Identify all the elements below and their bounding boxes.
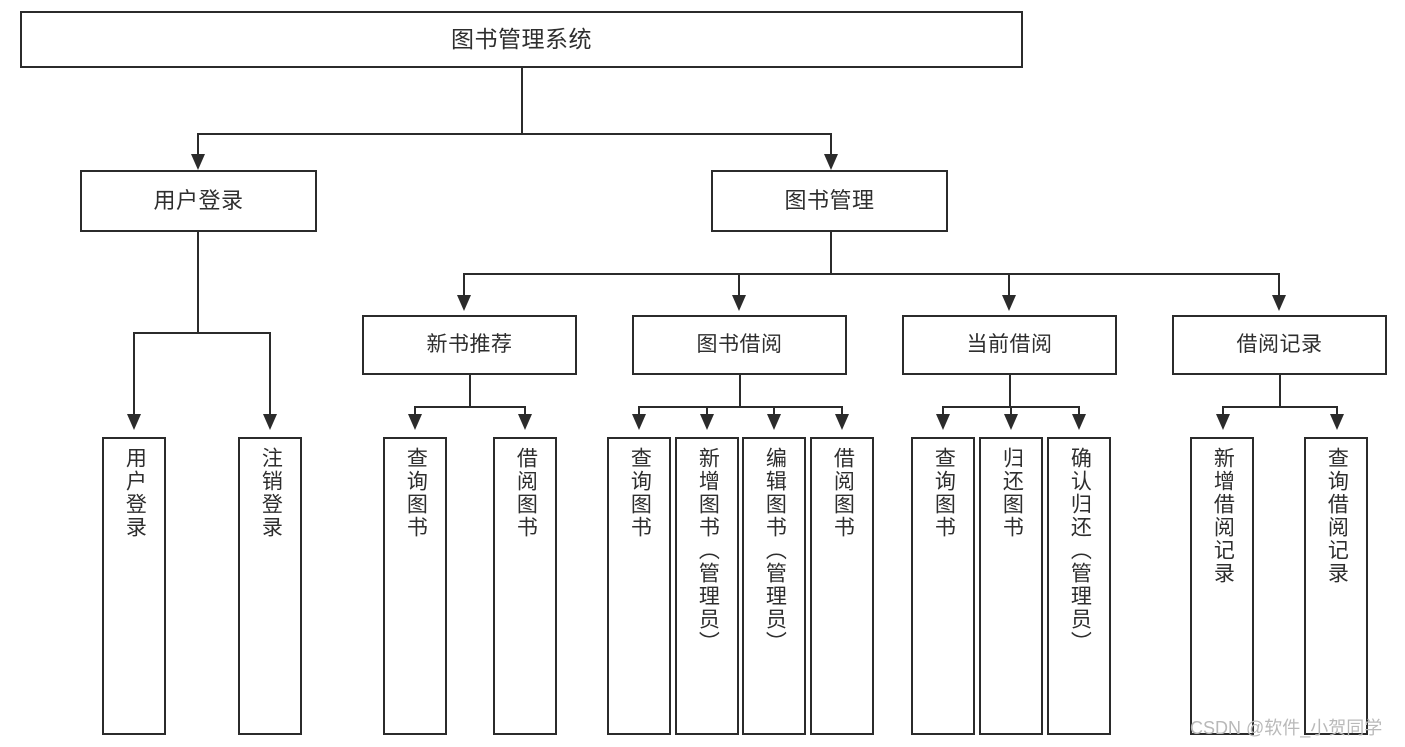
connector-root-to-user-login — [197, 133, 199, 161]
arrow-borrow-record-to-leaf-1 — [1216, 414, 1230, 430]
leaf-borrow-book[interactable]: 借阅图书 — [810, 437, 874, 735]
connector-user-login-stem — [197, 232, 199, 333]
node-label: 借阅记录 — [1236, 333, 1323, 357]
arrow-root-to-book-management — [824, 154, 838, 170]
connector-root-to-book-management — [830, 133, 832, 161]
node-root-book-management-system[interactable]: 图书管理系统 — [20, 11, 1023, 68]
arrow-bm-to-current-borrow — [1002, 295, 1016, 311]
arrow-new-book-to-leaf-2 — [518, 414, 532, 430]
connector-new-book-to-leaf-1 — [414, 406, 416, 420]
arrow-bm-to-book-borrow — [732, 295, 746, 311]
connector-bm-to-new-book — [463, 273, 465, 301]
connector-book-borrow-to-leaf-3 — [773, 406, 775, 420]
leaf-logout[interactable]: 注销登录 — [238, 437, 302, 735]
watermark-text: CSDN @软件_小贺同学 — [1190, 718, 1383, 738]
node-label: 新书推荐 — [426, 333, 513, 357]
node-book-borrow[interactable]: 图书借阅 — [632, 315, 847, 375]
arrow-book-borrow-to-leaf-1 — [632, 414, 646, 430]
node-current-borrow[interactable]: 当前借阅 — [902, 315, 1117, 375]
node-label: 注销登录 — [259, 447, 283, 539]
connector-new-book-bus — [414, 406, 526, 408]
connector-bm-to-borrow-record — [1278, 273, 1280, 301]
leaf-borrow-book-recommend[interactable]: 借阅图书 — [493, 437, 557, 735]
arrow-book-borrow-to-leaf-3 — [767, 414, 781, 430]
node-label: 确认归还（管理员） — [1068, 447, 1092, 654]
connector-user-login-bus — [133, 332, 271, 334]
arrow-borrow-record-to-leaf-2 — [1330, 414, 1344, 430]
leaf-add-borrow-record[interactable]: 新增借阅记录 — [1190, 437, 1254, 735]
node-label: 新增借阅记录 — [1211, 447, 1235, 585]
node-label: 用户登录 — [123, 447, 147, 539]
node-label: 新增图书（管理员） — [696, 447, 720, 654]
node-label: 查询借阅记录 — [1325, 447, 1349, 585]
arrow-new-book-to-leaf-1 — [408, 414, 422, 430]
connector-current-borrow-stem — [1009, 375, 1011, 407]
connector-book-borrow-to-leaf-4 — [841, 406, 843, 420]
node-label: 编辑图书（管理员） — [763, 447, 787, 654]
arrow-current-borrow-to-leaf-2 — [1004, 414, 1018, 430]
arrow-bm-to-new-book — [457, 295, 471, 311]
arrow-current-borrow-to-leaf-3 — [1072, 414, 1086, 430]
leaf-add-book-admin[interactable]: 新增图书（管理员） — [675, 437, 739, 735]
leaf-confirm-return-admin[interactable]: 确认归还（管理员） — [1047, 437, 1111, 735]
arrow-user-login-to-leaf-2 — [263, 414, 277, 430]
arrow-user-login-to-leaf-1 — [127, 414, 141, 430]
arrow-current-borrow-to-leaf-1 — [936, 414, 950, 430]
connector-bm-to-current-borrow — [1008, 273, 1010, 301]
connector-user-login-to-leaf-1 — [133, 332, 135, 420]
connector-new-book-stem — [469, 375, 471, 407]
node-label: 用户登录 — [153, 187, 244, 213]
leaf-return-book[interactable]: 归还图书 — [979, 437, 1043, 735]
connector-borrow-record-to-leaf-2 — [1336, 406, 1338, 420]
leaf-query-borrow-record[interactable]: 查询借阅记录 — [1304, 437, 1368, 735]
arrow-book-borrow-to-leaf-4 — [835, 414, 849, 430]
connector-borrow-record-stem — [1279, 375, 1281, 407]
connector-root-bus — [197, 133, 832, 135]
node-book-management[interactable]: 图书管理 — [711, 170, 948, 232]
arrow-root-to-user-login — [191, 154, 205, 170]
connector-current-borrow-to-leaf-1 — [942, 406, 944, 420]
connector-book-borrow-bus — [638, 406, 843, 408]
connector-book-management-bus — [463, 273, 1280, 275]
node-label: 借阅图书 — [514, 447, 538, 539]
connector-new-book-to-leaf-2 — [524, 406, 526, 420]
node-label: 图书管理系统 — [451, 26, 592, 53]
node-user-login[interactable]: 用户登录 — [80, 170, 317, 232]
node-label: 借阅图书 — [831, 447, 855, 539]
node-new-book-recommend[interactable]: 新书推荐 — [362, 315, 577, 375]
node-label: 图书管理 — [784, 187, 875, 213]
connector-book-borrow-to-leaf-2 — [706, 406, 708, 420]
connector-borrow-record-to-leaf-1 — [1222, 406, 1224, 420]
node-label: 查询图书 — [404, 447, 428, 539]
connector-book-management-stem — [830, 232, 832, 274]
leaf-user-login[interactable]: 用户登录 — [102, 437, 166, 735]
connector-book-borrow-stem — [739, 375, 741, 407]
connector-book-borrow-to-leaf-1 — [638, 406, 640, 420]
arrow-book-borrow-to-leaf-2 — [700, 414, 714, 430]
leaf-query-book-borrow[interactable]: 查询图书 — [607, 437, 671, 735]
connector-root-stem — [521, 68, 523, 133]
node-label: 当前借阅 — [966, 333, 1053, 357]
node-label: 图书借阅 — [696, 333, 783, 357]
leaf-query-book-recommend[interactable]: 查询图书 — [383, 437, 447, 735]
node-borrow-record[interactable]: 借阅记录 — [1172, 315, 1387, 375]
connector-borrow-record-bus — [1222, 406, 1338, 408]
connector-current-borrow-to-leaf-2 — [1010, 406, 1012, 420]
connector-current-borrow-to-leaf-3 — [1078, 406, 1080, 420]
node-label: 归还图书 — [1000, 447, 1024, 539]
leaf-edit-book-admin[interactable]: 编辑图书（管理员） — [742, 437, 806, 735]
connector-user-login-to-leaf-2 — [269, 332, 271, 420]
node-label: 查询图书 — [628, 447, 652, 539]
arrow-bm-to-borrow-record — [1272, 295, 1286, 311]
connector-bm-to-book-borrow — [738, 273, 740, 301]
node-label: 查询图书 — [932, 447, 956, 539]
leaf-query-book-current[interactable]: 查询图书 — [911, 437, 975, 735]
